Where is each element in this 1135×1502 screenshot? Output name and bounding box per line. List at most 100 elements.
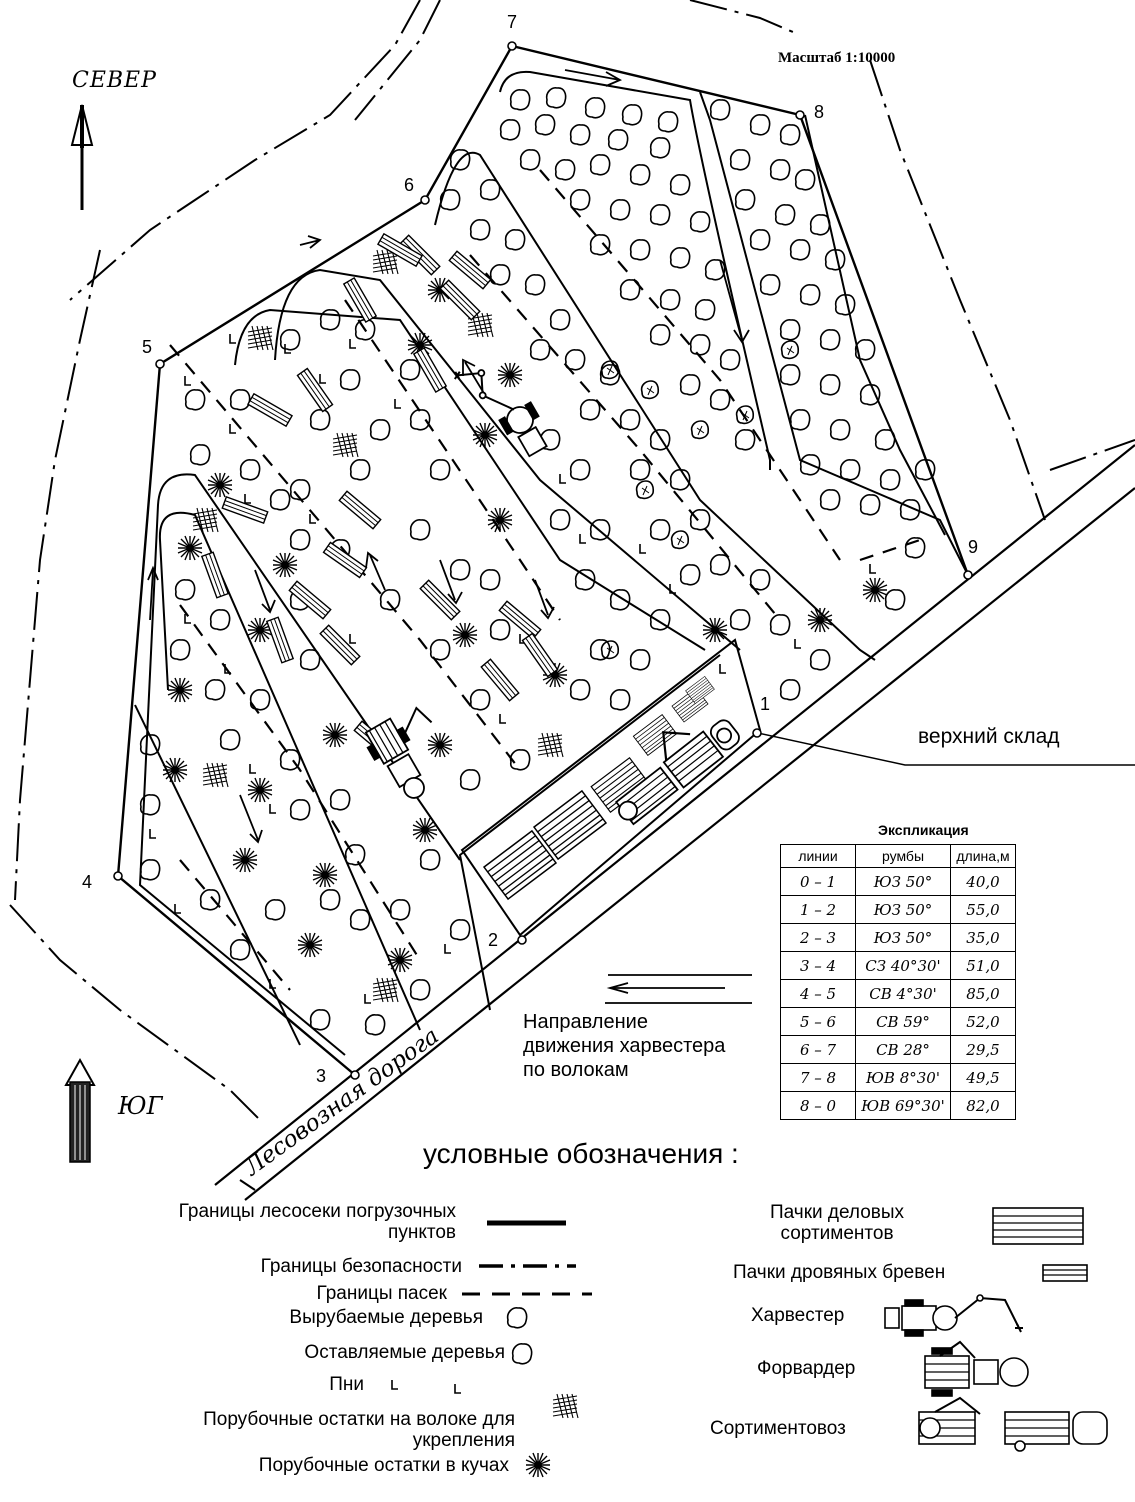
legend-text: Границы безопасности — [260, 1256, 462, 1277]
safety-boundary — [9, 0, 1135, 1191]
harvester — [453, 369, 548, 458]
legend-text: пунктов — [388, 1222, 456, 1243]
explication-cell: 49,5 — [950, 1063, 1016, 1092]
strip-dashed-lines — [169, 169, 921, 991]
warehouse-leader — [757, 732, 1135, 766]
legend-text: Границы пасек — [316, 1283, 447, 1304]
north-arrow — [70, 104, 94, 210]
point-label-3: 3 — [316, 1066, 327, 1086]
explication-cell: 5 – 6 — [780, 1007, 856, 1036]
point-label-5: 5 — [142, 337, 153, 357]
legend-item-slash-piles: Порубочные остатки в кучах — [259, 1455, 509, 1476]
legend-item-business-logs: Пачки деловых сортиментов — [770, 1202, 904, 1244]
legend-text: Форвардер — [757, 1358, 856, 1379]
explication-cell: ЮЗ 50° — [855, 895, 951, 924]
explication-cell: 35,0 — [950, 923, 1016, 952]
legend-harvester-icon — [884, 1294, 1023, 1337]
point-label-1: 1 — [760, 694, 771, 714]
direction-arrow — [605, 974, 752, 1004]
legend-text: Сортиментовоз — [710, 1418, 846, 1439]
explication-cell: ЮЗ 50° — [855, 923, 951, 952]
scale-label: Масштаб 1:10000 — [778, 50, 896, 66]
explication-cell: 1 – 2 — [780, 895, 856, 924]
legend-item-forwarder: Форвардер — [757, 1358, 855, 1379]
direction-line-1: Направление — [523, 1011, 648, 1033]
point-label-8: 8 — [814, 102, 825, 122]
explication-cell: СВ 4°30' — [855, 979, 951, 1008]
explication-cell: ЮВ 8°30' — [855, 1063, 951, 1092]
legend-item-harvester: Харвестер — [751, 1305, 844, 1326]
explication-cell: 29,5 — [950, 1035, 1016, 1064]
forwarder — [364, 706, 433, 799]
point-label-2: 2 — [488, 930, 499, 950]
explication-cell: СЗ 40°30' — [855, 951, 951, 980]
legend-item-strip-boundary: Границы пасек — [316, 1283, 447, 1304]
direction-line-2: движения харвестера — [523, 1035, 726, 1057]
legend-item-timber-truck: Сортиментовоз — [710, 1418, 846, 1439]
log-bundles — [201, 233, 559, 760]
legend-text: Порубочные остатки на волоке для — [203, 1409, 515, 1430]
explication-cell: 0 – 1 — [780, 867, 856, 896]
explication-cell: 7 – 8 — [780, 1063, 856, 1092]
point-label-9: 9 — [968, 537, 979, 557]
south-arrow — [64, 1057, 96, 1163]
explication-cell: 52,0 — [950, 1007, 1016, 1036]
legend-item-safety-boundary: Границы безопасности — [261, 1256, 462, 1277]
legend-text: сортиментов — [780, 1223, 894, 1244]
warehouse-label: верхний склад — [918, 725, 1060, 748]
legend-item-cut-trees: Вырубаемые деревья — [289, 1307, 483, 1328]
legend-text: Границы лесосеки погрузочных — [178, 1201, 456, 1222]
legend-item-retained-trees: Оставляемые деревья — [304, 1342, 505, 1363]
explication-cell: 3 – 4 — [780, 951, 856, 980]
explication-cell: 85,0 — [950, 979, 1016, 1008]
explication-cell: 40,0 — [950, 867, 1016, 896]
explication-cell: 82,0 — [950, 1091, 1016, 1120]
legend-text: Пачки дровяных бревен — [733, 1262, 946, 1283]
legend-text: Порубочные остатки в кучах — [258, 1455, 509, 1476]
legend-text: укрепления — [412, 1430, 515, 1451]
legend-item-firewood: Пачки дровяных бревен — [733, 1262, 945, 1283]
point-label-7: 7 — [507, 12, 518, 32]
legend-text: Харвестер — [751, 1305, 845, 1326]
explication-header: линии — [780, 844, 856, 868]
skid-arrows — [147, 69, 750, 844]
explication-cell: 51,0 — [950, 951, 1016, 980]
timber-truck — [614, 719, 740, 826]
point-label-4: 4 — [82, 872, 93, 892]
legend-text: Вырубаемые деревья — [289, 1307, 483, 1328]
explication-cell: 2 – 3 — [780, 923, 856, 952]
direction-label: Направление движения харвестера по волок… — [523, 1010, 725, 1082]
explication-cell: СВ 59° — [855, 1007, 951, 1036]
explication-cell: ЮЗ 50° — [855, 867, 951, 896]
explication-title: Экспликация — [878, 822, 969, 838]
legend-text: Оставляемые деревья — [304, 1342, 505, 1363]
point-label-6: 6 — [404, 175, 415, 195]
legend-text: Пачки деловых — [770, 1202, 905, 1223]
north-label: СЕВЕР — [72, 68, 157, 93]
legend-item-boundary-loading: Границы лесосеки погрузочных пунктов — [179, 1201, 456, 1243]
legend-item-slash-mats: Порубочные остатки на волоке для укрепле… — [203, 1409, 515, 1451]
legend-title: условные обозначения : — [423, 1138, 739, 1169]
legend-text: Пни — [329, 1374, 364, 1395]
explication-cell: 4 – 5 — [780, 979, 856, 1008]
stumps — [149, 333, 877, 1004]
explication-cell: СВ 28° — [855, 1035, 951, 1064]
explication-header: румбы — [855, 844, 951, 868]
direction-line-3: по волокам — [523, 1059, 629, 1081]
strip-boundaries — [134, 70, 969, 1056]
legend-forwarder-icon — [924, 1340, 1029, 1397]
explication-header-row: линии румбы длина,м — [780, 844, 1016, 868]
south-label: ЮГ — [118, 1092, 163, 1120]
explication-cell: 8 – 0 — [780, 1091, 856, 1120]
